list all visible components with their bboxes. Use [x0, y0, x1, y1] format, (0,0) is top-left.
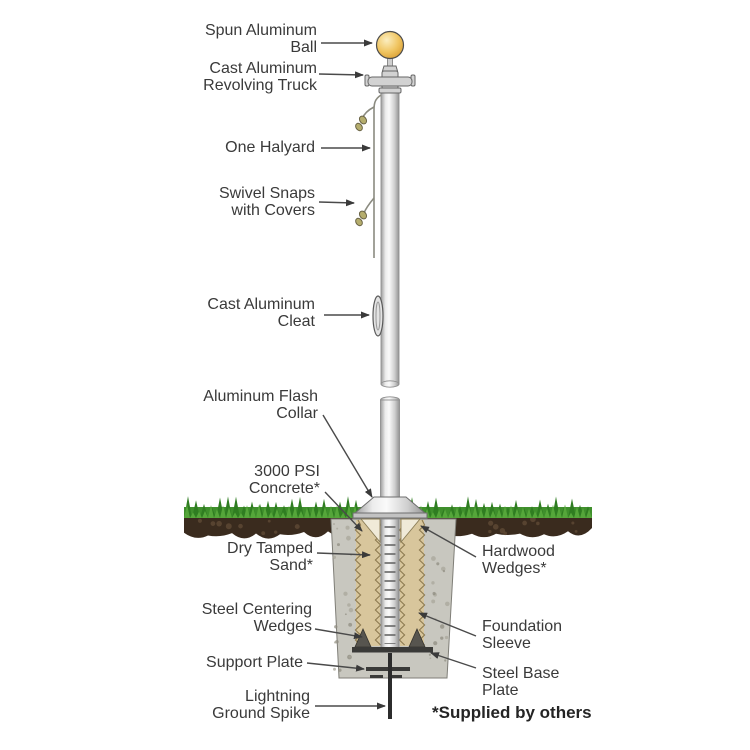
pole-above-ground	[380, 92, 400, 520]
swivel-snaps	[355, 115, 368, 227]
label-text: Sleeve	[482, 635, 531, 652]
label-3000-psi-concrete: 3000 PSI Concrete*	[249, 463, 320, 497]
label-hardwood-wedges: Hardwood Wedges*	[482, 543, 555, 577]
leader-steel-base-plate	[430, 652, 477, 669]
label-one-halyard: One Halyard	[225, 139, 315, 156]
steel-base-plate	[352, 647, 433, 653]
leader-support-plate	[306, 662, 365, 672]
revolving-truck	[364, 65, 416, 94]
flash-collar	[352, 496, 428, 519]
spun-aluminum-ball	[375, 30, 405, 70]
label-foundation-sleeve: Foundation Sleeve	[482, 618, 562, 652]
label-text: Dry Tamped	[227, 540, 313, 557]
label-text: Ball	[290, 39, 317, 56]
label-aluminum-flash-collar: Aluminum Flash Collar	[203, 388, 318, 422]
label-support-plate: Support Plate	[206, 654, 303, 671]
label-text: Steel Base	[482, 665, 560, 682]
label-text: Cast Aluminum	[209, 60, 317, 77]
label-cast-aluminum-revolving-truck: Cast Aluminum Revolving Truck	[203, 60, 317, 94]
cleat	[372, 295, 384, 337]
label-lightning-ground-spike: Lightning Ground Spike	[212, 688, 310, 722]
label-text: 3000 PSI	[254, 463, 320, 480]
label-text: Wedges	[253, 618, 312, 635]
label-text: Swivel Snaps	[218, 185, 315, 202]
leader-flash-collar	[322, 414, 373, 498]
label-text: Lightning	[245, 688, 310, 705]
leader-revolving-truck	[318, 71, 364, 79]
foundation-sleeve-and-sand	[354, 519, 426, 646]
label-steel-base-plate: Steel Base Plate	[482, 665, 559, 699]
label-spun-aluminum-ball: Spun Aluminum Ball	[205, 22, 317, 56]
label-text: Spun Aluminum	[204, 22, 317, 39]
label-text: Sand*	[269, 557, 313, 574]
lightning-ground-spike	[388, 653, 392, 719]
label-text: Steel Centering	[201, 601, 312, 618]
label-text: Plate	[482, 682, 519, 699]
leader-dry-tamped-sand	[316, 551, 371, 559]
label-cast-aluminum-cleat: Cast Aluminum Cleat	[207, 296, 315, 330]
leader-lines	[306, 39, 477, 710]
label-text: Cast Aluminum	[207, 296, 315, 313]
leader-swivel-snaps	[318, 199, 355, 207]
label-text: Ground Spike	[212, 705, 310, 722]
leader-foundation-sleeve	[418, 612, 477, 637]
label-text: Wedges*	[482, 560, 547, 577]
label-text: Support Plate	[206, 654, 303, 671]
hardwood-wedges	[360, 518, 421, 544]
label-text: One Halyard	[225, 139, 315, 156]
pole-below-ground	[380, 518, 400, 649]
label-text: Foundation	[482, 618, 563, 635]
footnote-supplied-by-others: *Supplied by others	[432, 703, 592, 722]
label-text: Aluminum Flash	[203, 388, 318, 405]
label-dry-tamped-sand: Dry Tamped Sand*	[227, 540, 313, 574]
label-text: Hardwood	[482, 543, 555, 560]
label-text: Collar	[276, 405, 318, 422]
leader-steel-centering-wedges	[314, 628, 363, 640]
label-swivel-snaps: Swivel Snaps with Covers	[219, 185, 315, 219]
label-text: Revolving Truck	[203, 77, 317, 94]
leader-concrete	[324, 491, 363, 532]
concrete-speckles	[332, 523, 450, 672]
label-text: Cleat	[277, 313, 315, 330]
label-text: Concrete*	[248, 480, 320, 497]
leader-hardwood-wedges	[420, 525, 477, 558]
label-text: with Covers	[231, 202, 315, 219]
label-steel-centering-wedges: Steel Centering Wedges	[202, 601, 312, 635]
